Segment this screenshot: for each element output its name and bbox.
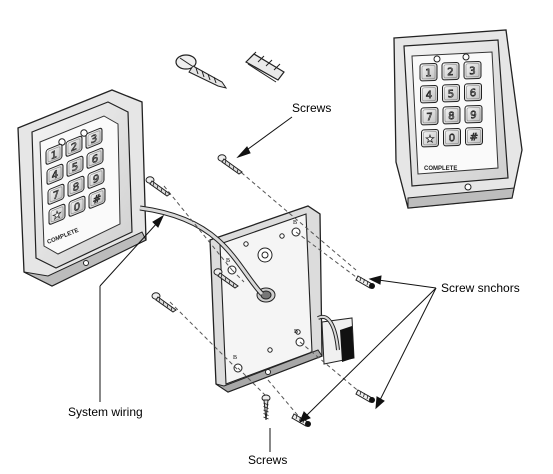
plate-mark: B [226,258,230,264]
keypad-key-label: ★ [53,208,62,223]
keypad-key-label: 8 [73,180,79,194]
keypad-key: ★ [48,203,66,225]
keypad-key-label: 9 [93,172,99,186]
keypad-key-label: 7 [426,112,432,123]
keypad-key: 3 [85,127,103,149]
back-plate: B B B B [209,205,323,393]
small-screws [145,154,271,421]
keypad-key-label: 3 [469,66,475,77]
keypad-key: 4 [420,84,438,104]
screw-large-icon [175,54,228,89]
right-keypad: 1 2 3 4 5 6 7 8 9 ★ 0 # COMPLETE [393,29,523,209]
keypad-key-label: 8 [448,111,454,122]
keypad-key: 0 [443,127,461,147]
system-wiring-cable [139,205,340,351]
screw-anchor-icon [291,413,311,427]
left-led-icon [80,129,88,137]
keypad-key: 8 [67,175,85,197]
keypad-key-label: # [470,132,478,143]
keypad-key-label: 4 [52,168,59,182]
keypad-key-label: 6 [92,152,98,166]
keypad-key: 0 [68,195,86,217]
keypad-key: 5 [66,155,84,177]
label-screws-bottom: Screws [248,453,287,467]
keypad-key: 6 [464,82,482,102]
keypad-key-label: ★ [426,134,435,145]
keypad-key: 7 [47,183,65,205]
screw-anchors [291,275,375,427]
right-led-icon [462,53,470,61]
keypad-key-label: 6 [470,88,476,99]
screw-icon [213,268,239,289]
label-system-wiring: System wiring [68,405,143,419]
label-screw-anchors: Screw snchors [441,281,520,295]
keypad-key: 1 [419,62,438,82]
keypad-key-label: 9 [470,110,476,121]
keypad-key: 6 [86,147,104,169]
keypad-key-label: 0 [74,200,80,214]
keypad-key: 2 [65,135,83,157]
plate-mark: B [233,355,237,361]
keypad-key-label: 5 [448,89,454,100]
screw-icon [151,292,177,313]
alignment-guides [163,167,363,419]
plate-mark: B [293,220,297,226]
right-brand-label: COMPLETE [424,166,457,172]
keypad-key-label: 1 [51,148,57,162]
keypad-key-label: 2 [447,67,453,78]
keypad-key: 5 [442,83,460,103]
screw-anchor-icon [355,389,375,403]
keypad-key-label: 0 [449,133,455,144]
keypad-key: 4 [46,163,64,185]
keypad-key: 8 [442,105,461,125]
anchor-large-icon [245,51,285,83]
keypad-key: 9 [464,104,483,124]
keypad-key-label: 2 [71,140,77,154]
keypad-key-label: 1 [425,68,431,79]
keypad-key: ★ [421,128,439,148]
keypad-key-label: # [93,192,101,207]
keypad-key: 2 [441,61,460,81]
screw-icon [145,176,171,197]
keypad-key: 7 [420,106,439,126]
keypad-key: # [88,187,106,209]
keypad-key: 3 [463,60,482,80]
screw-icon [217,154,243,175]
right-keypad-keys: 1 2 3 4 5 6 7 8 9 ★ 0 # [419,60,483,148]
keypad-key: # [465,126,483,146]
keypad-key-label: 5 [72,160,78,174]
keypad-key-label: 3 [91,132,97,146]
leader-lines [99,116,437,452]
plate-mark: B [294,329,298,335]
screw-icon [261,394,271,421]
screw-anchor-icon [355,275,375,289]
keypad-key: 9 [87,167,105,189]
keypad-key: 1 [45,143,63,165]
keypad-key-label: 4 [426,90,432,101]
left-keypad-keys: 123 456 789 ★ 0 # [45,127,106,225]
right-led-icon [433,55,441,63]
label-screws-top: Screws [292,101,331,115]
keypad-key-label: 7 [53,188,59,202]
